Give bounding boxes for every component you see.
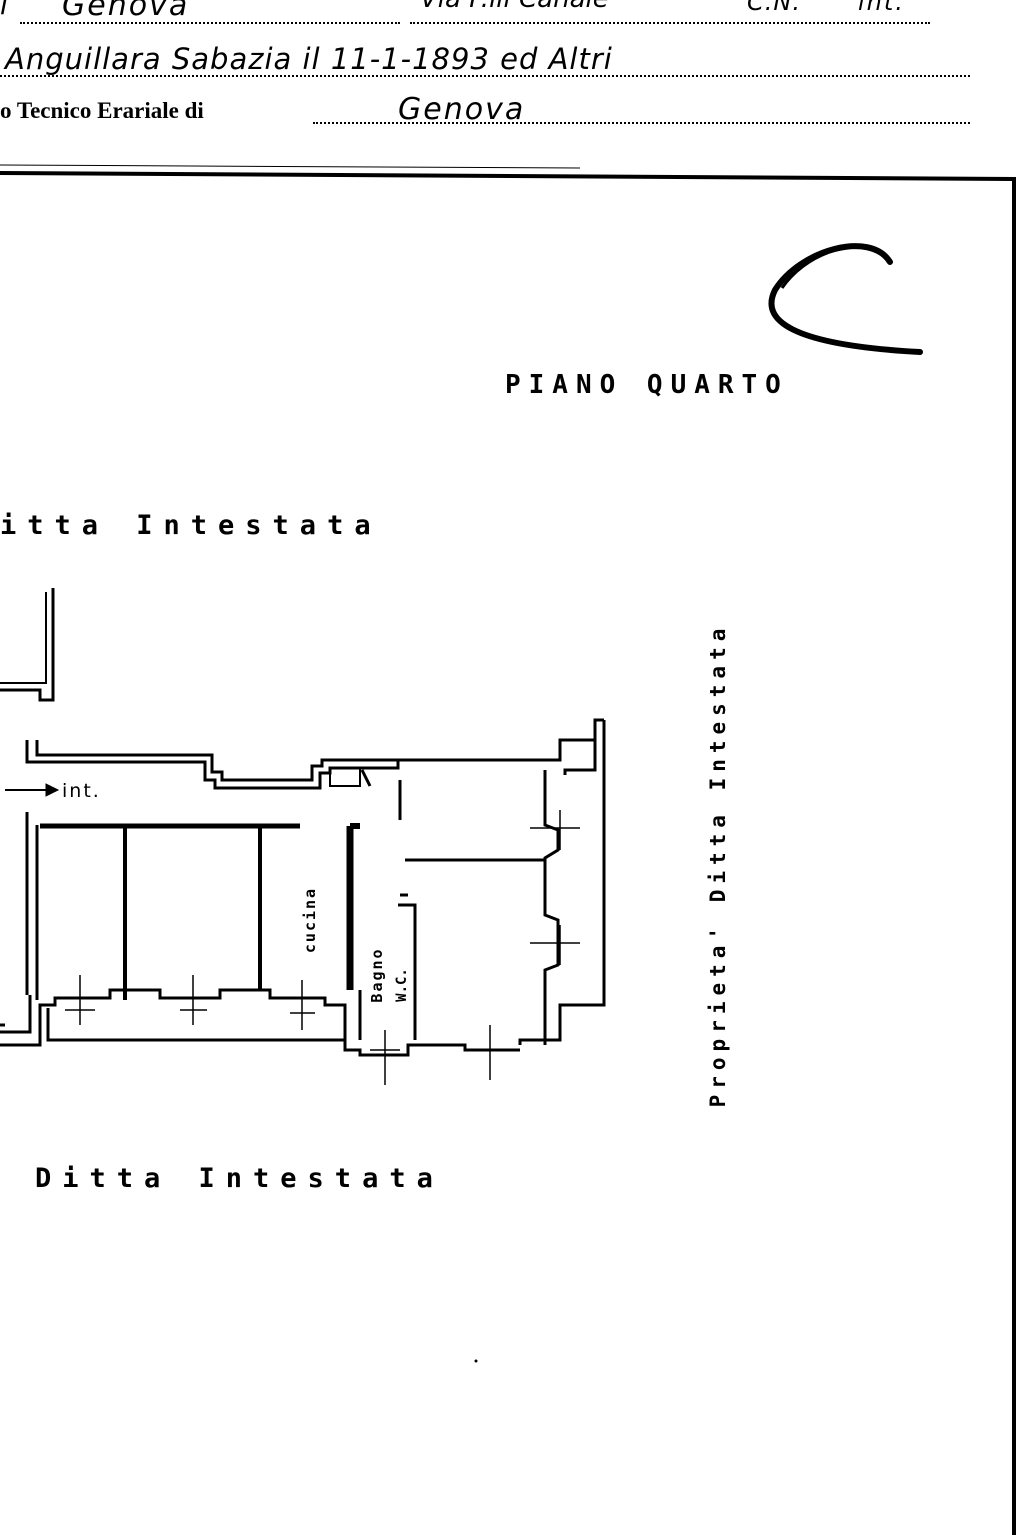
kitchen-label: cucina <box>301 886 319 954</box>
entry-arrow <box>5 783 60 797</box>
neighbour-wall <box>0 588 55 702</box>
comune-prefix: i <box>0 0 10 21</box>
bath-label: Bagno <box>368 947 386 1003</box>
top-neighbour-label: itta Intestata <box>0 510 382 541</box>
internal-walls <box>40 767 545 1040</box>
floor-label: PIANO QUARTO <box>505 370 789 400</box>
civico-field: C.N. <box>747 0 801 16</box>
comune-field: Genova <box>62 0 190 23</box>
right-neighbour-label: Proprieta' Ditta Intestata <box>706 622 730 1108</box>
interno-field: int. <box>858 0 905 16</box>
building-outline <box>0 718 606 1057</box>
via-field: Via F.lli Canale <box>420 0 609 14</box>
window-marks <box>65 810 580 1085</box>
via-dotted-line <box>410 22 930 24</box>
ufficio-dotted-line <box>313 122 970 124</box>
ufficio-field: Genova <box>398 92 526 127</box>
ufficio-label: o Tecnico Erariale di <box>0 98 204 123</box>
frame-top-shadow <box>0 164 581 169</box>
signature-mark <box>768 243 923 355</box>
sheet-frame <box>0 171 1016 1535</box>
bottom-neighbour-label: Ditta Intestata <box>35 1163 444 1194</box>
ditta-field: Anguillara Sabazia il 11-1-1893 ed Altri <box>5 42 613 76</box>
ditta-dotted-line <box>0 75 970 77</box>
entry-label: int. <box>62 780 101 802</box>
wc-label: W.C. <box>394 968 410 1002</box>
comune-dotted-line <box>20 22 400 24</box>
